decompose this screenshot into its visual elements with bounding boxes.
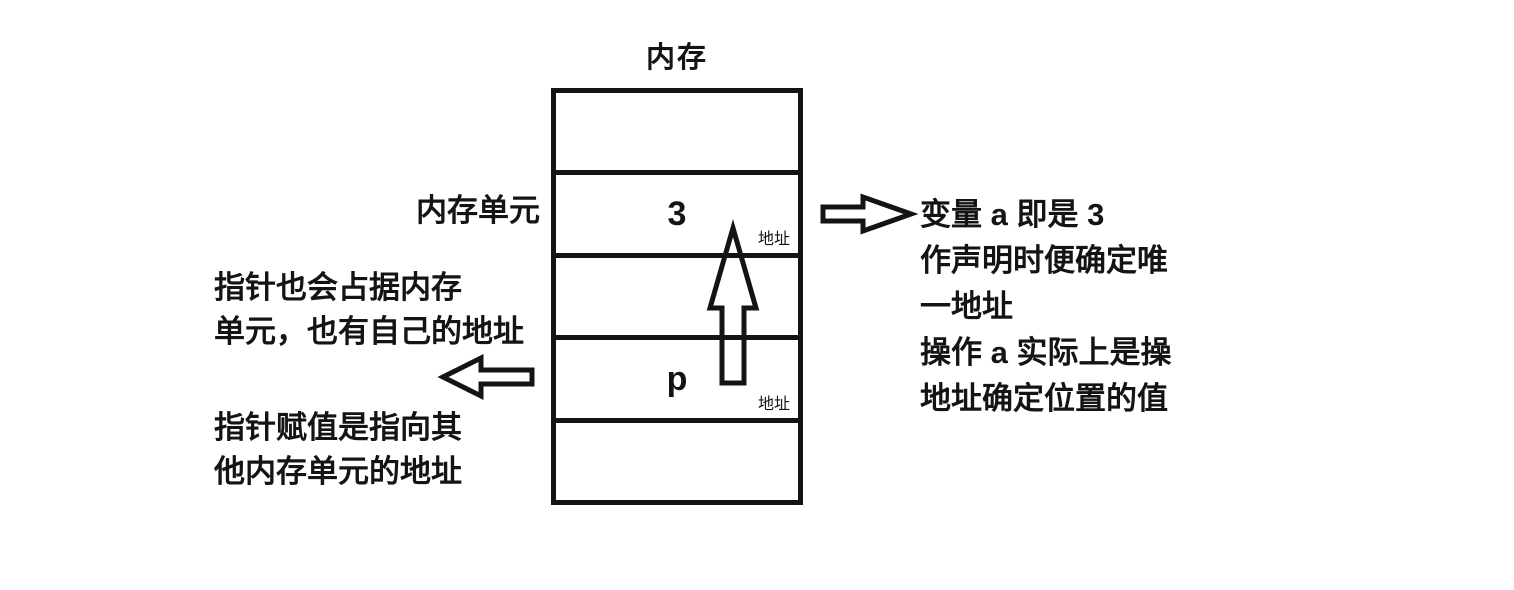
note-line: 地址确定位置的值 (920, 381, 1168, 416)
note-line: 单元，也有自己的地址 (214, 314, 524, 349)
note-variable-a: 变量 a 即是 3 作声明时便确定唯 一地址 操作 a 实际上是操 地址确定位置… (920, 192, 1171, 422)
memory-cell-3: p 地址 (556, 335, 798, 417)
memory-cell-1: 3 地址 (556, 170, 798, 252)
cell-address-label: 地址 (757, 230, 790, 248)
note-pointer-assignment: 指针赋值是指向其 他内存单元的地址 (214, 406, 462, 494)
note-line: 指针赋值是指向其 (214, 410, 462, 445)
cell-value: p (666, 359, 688, 398)
cell-value: 3 (667, 195, 687, 234)
memory-cell-4 (556, 417, 798, 500)
memory-cell-0 (556, 93, 798, 170)
note-pointer-occupies-memory: 指针也会占据内存 单元，也有自己的地址 (214, 266, 524, 354)
note-line: 他内存单元的地址 (214, 454, 462, 489)
cell-address-label: 地址 (757, 395, 790, 413)
diagram-title: 内存 (645, 42, 708, 74)
note-line: 一地址 (920, 289, 1013, 324)
note-line: 作声明时便确定唯 (920, 243, 1168, 278)
memory-cell-label: 内存单元 (416, 193, 540, 228)
right-arrow-icon (820, 193, 919, 235)
up-arrow-icon (706, 218, 760, 386)
memory-box: 3 地址 p 地址 (551, 88, 803, 505)
note-line: 变量 a 即是 3 (920, 197, 1105, 232)
note-line: 指针也会占据内存 (214, 270, 462, 305)
left-arrow-icon (437, 353, 535, 401)
memory-cell-2 (556, 252, 798, 335)
note-line: 操作 a 实际上是操 (920, 335, 1172, 370)
